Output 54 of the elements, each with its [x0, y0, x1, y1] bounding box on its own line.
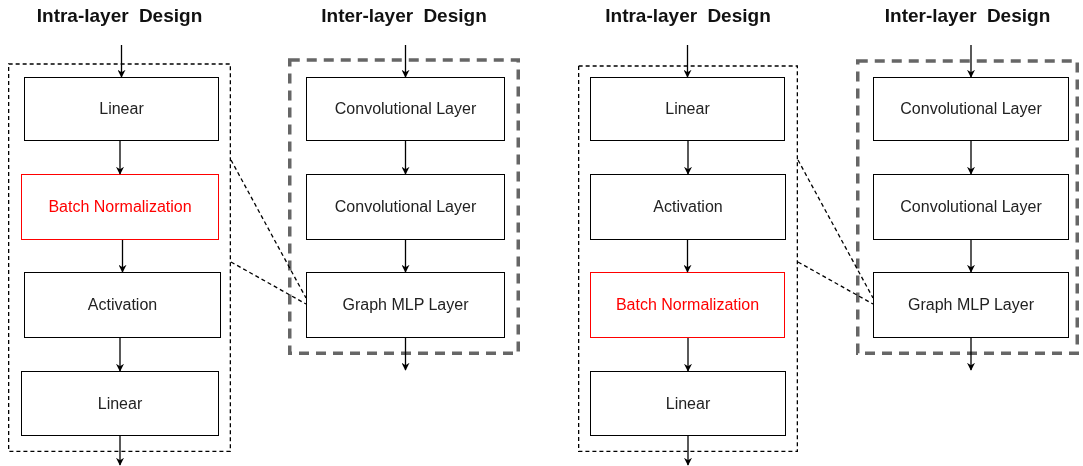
group-title: Intra-layer Design: [35, 5, 204, 27]
layer-box: [873, 272, 1069, 338]
layer-box: [873, 174, 1069, 240]
layer-label: Activation: [653, 198, 723, 216]
layer-box: [306, 174, 505, 240]
arrow: [116, 140, 124, 175]
layer-label: Convolutional Layer: [900, 198, 1042, 216]
group-title: Inter-layer Design: [883, 5, 1052, 27]
arrow: [116, 435, 124, 466]
arrow: [401, 44, 410, 78]
layer-label: Linear: [665, 100, 710, 118]
dashed-connector: [230, 159, 307, 299]
layer-box: [590, 77, 785, 141]
arrow: [684, 435, 692, 466]
arrow: [401, 239, 410, 273]
group-title: Intra-layer Design: [604, 5, 772, 27]
arrow: [967, 140, 975, 175]
arrow: [967, 239, 975, 273]
layer-label: Graph MLP Layer: [908, 296, 1034, 314]
layer-box: [306, 272, 505, 338]
arrow: [683, 44, 692, 78]
layer-label: Batch Normalization: [615, 296, 760, 314]
layer-box: [21, 174, 219, 240]
group-title: Inter-layer Design: [320, 5, 488, 27]
layer-box: [24, 77, 219, 141]
arrow: [967, 44, 975, 78]
layer-label: Convolutional Layer: [334, 100, 477, 118]
arrow: [118, 239, 127, 273]
dashed-connector: [797, 261, 874, 305]
layer-label: Convolutional Layer: [334, 198, 477, 216]
arrow: [684, 140, 692, 175]
arrow: [401, 140, 410, 175]
layer-label: Convolutional Layer: [900, 100, 1042, 118]
arrow: [116, 337, 124, 372]
layer-label: Batch Normalization: [48, 198, 192, 216]
layer-box: [590, 174, 786, 240]
dashed-connector: [797, 159, 874, 299]
arrow: [684, 337, 692, 372]
layer-box: [590, 371, 786, 436]
layer-box: [873, 77, 1069, 141]
layer-label: Linear: [97, 394, 143, 413]
layer-label: Graph MLP Layer: [342, 296, 469, 314]
layer-label: Activation: [87, 296, 158, 314]
layer-box: [21, 371, 219, 436]
layer-box: [590, 272, 785, 338]
layer-box: [306, 77, 505, 141]
layer-box: [24, 272, 221, 338]
arrow: [683, 239, 692, 273]
layer-label: Linear: [99, 100, 144, 118]
arrow: [967, 337, 975, 371]
dashed-connector: [230, 261, 307, 305]
layer-label: Linear: [665, 394, 711, 413]
arrow: [117, 44, 126, 78]
arrow: [401, 337, 410, 371]
